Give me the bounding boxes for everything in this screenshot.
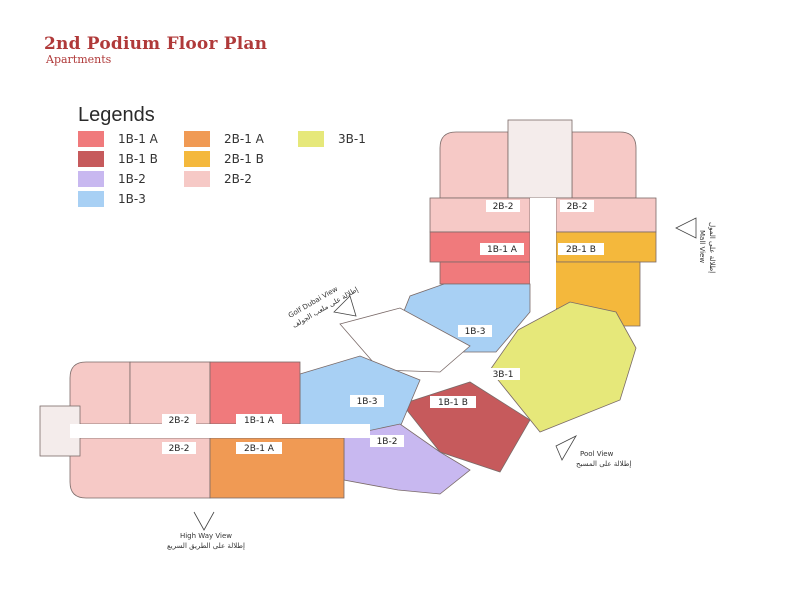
- unit-label: 1B-1 B: [438, 398, 468, 408]
- legend-label: 2B-1 A: [224, 132, 264, 146]
- unit-label: 1B-3: [465, 327, 486, 337]
- highway-view-label: High Way View: [180, 532, 232, 540]
- unit-label-bg: [486, 200, 520, 212]
- unit-shape: [209, 361, 301, 425]
- unit-label: 2B-2: [169, 444, 190, 454]
- legend-item-1b2: 1B-2: [78, 171, 146, 187]
- legend-title: Legends: [78, 104, 155, 126]
- unit-label-bg: [480, 243, 524, 255]
- unit-label-bg: [486, 368, 520, 380]
- unit-label: 2B-1 B: [566, 245, 596, 255]
- unit-label: 3B-1: [493, 370, 514, 380]
- view-arc-icon: [555, 435, 578, 461]
- legend-item-2b1a: 2B-1 A: [184, 131, 264, 147]
- unit-labels: 2B-2 2B-2 1B-1 A 2B-1 B 1B-3 3B-1 1B-3 1…: [162, 200, 604, 454]
- legend-item-2b2: 2B-2: [184, 171, 252, 187]
- legend-item-1b1a: 1B-1 A: [78, 131, 158, 147]
- unit-shape: [129, 361, 211, 425]
- unit-label: 1B-1 A: [487, 245, 518, 255]
- legend-label: 1B-2: [118, 172, 146, 186]
- legend-swatch: [298, 131, 324, 147]
- unit-label-bg: [458, 325, 492, 337]
- unit-label: 2B-1 A: [244, 444, 275, 454]
- corridor: [70, 424, 370, 438]
- legend-item-3b1: 3B-1: [298, 131, 366, 147]
- legend-label: 1B-3: [118, 192, 146, 206]
- legend-swatch: [78, 151, 104, 167]
- unit-label-bg: [430, 396, 476, 408]
- legend-label: 2B-2: [224, 172, 252, 186]
- legend-swatch: [184, 171, 210, 187]
- legend-label: 1B-1 A: [118, 132, 158, 146]
- unit-shape: [439, 261, 531, 285]
- unit-label-bg: [560, 200, 594, 212]
- unit-label: 1B-1 A: [244, 416, 275, 426]
- legend-item-1b3: 1B-3: [78, 191, 146, 207]
- legend-label: 1B-1 B: [118, 152, 158, 166]
- legend-item-2b1b: 2B-1 B: [184, 151, 264, 167]
- legend-swatch: [184, 151, 210, 167]
- view-arc-icon: [193, 511, 215, 531]
- legend-swatch: [78, 171, 104, 187]
- unit-label-bg: [236, 442, 282, 454]
- unit-label-bg: [162, 414, 196, 426]
- unit-label-bg: [350, 395, 384, 407]
- unit-label-bg: [236, 414, 282, 426]
- pool-view-label: Pool View: [580, 450, 614, 458]
- unit-label: 2B-2: [493, 202, 514, 212]
- unit-label: 1B-3: [357, 397, 378, 407]
- mall-view-label: Mall View: [698, 230, 706, 263]
- legend-swatch: [78, 131, 104, 147]
- legend-item-1b1b: 1B-1 B: [78, 151, 158, 167]
- unit-label-bg: [162, 442, 196, 454]
- unit-shape: [489, 301, 637, 433]
- unit-label-bg: [558, 243, 604, 255]
- mall-view-label-ar: إطلالة على المول: [708, 222, 716, 273]
- highway-view-label-ar: إطلالة على الطريق السريع: [167, 542, 245, 550]
- unit-label-bg: [370, 435, 404, 447]
- corridor: [530, 198, 556, 318]
- unit-label: 2B-2: [567, 202, 588, 212]
- view-arc-icon: [675, 217, 697, 239]
- unit-label: 2B-2: [169, 416, 190, 426]
- unit-shape: [571, 131, 637, 199]
- legend-swatch: [184, 131, 210, 147]
- pool-view-marker: Pool View إطلالة على المسبح: [555, 435, 631, 468]
- unit-shape: [439, 131, 509, 199]
- core-shape: [507, 119, 573, 199]
- legend-swatch: [78, 191, 104, 207]
- unit-label: 1B-2: [377, 437, 398, 447]
- legend-label: 2B-1 B: [224, 152, 264, 166]
- pool-view-label-ar: إطلالة على المسبح: [576, 460, 631, 468]
- legend-label: 3B-1: [338, 132, 366, 146]
- page-title: 2nd Podium Floor Plan: [44, 34, 268, 54]
- mall-view-marker: Mall View إطلالة على المول: [675, 217, 716, 273]
- highway-view-marker: High Way View إطلالة على الطريق السريع: [167, 511, 245, 550]
- floor-plan-shapes: [39, 119, 657, 499]
- page-subtitle: Apartments: [46, 53, 112, 66]
- view-arc-icon: [333, 295, 357, 317]
